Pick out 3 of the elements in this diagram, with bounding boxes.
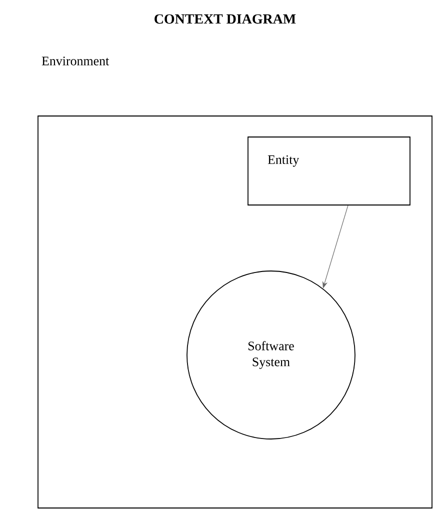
entity-box: Entity	[248, 136, 410, 206]
title: CONTEXT DIAGRAM	[154, 14, 296, 24]
node-label: Environment	[42, 56, 110, 66]
